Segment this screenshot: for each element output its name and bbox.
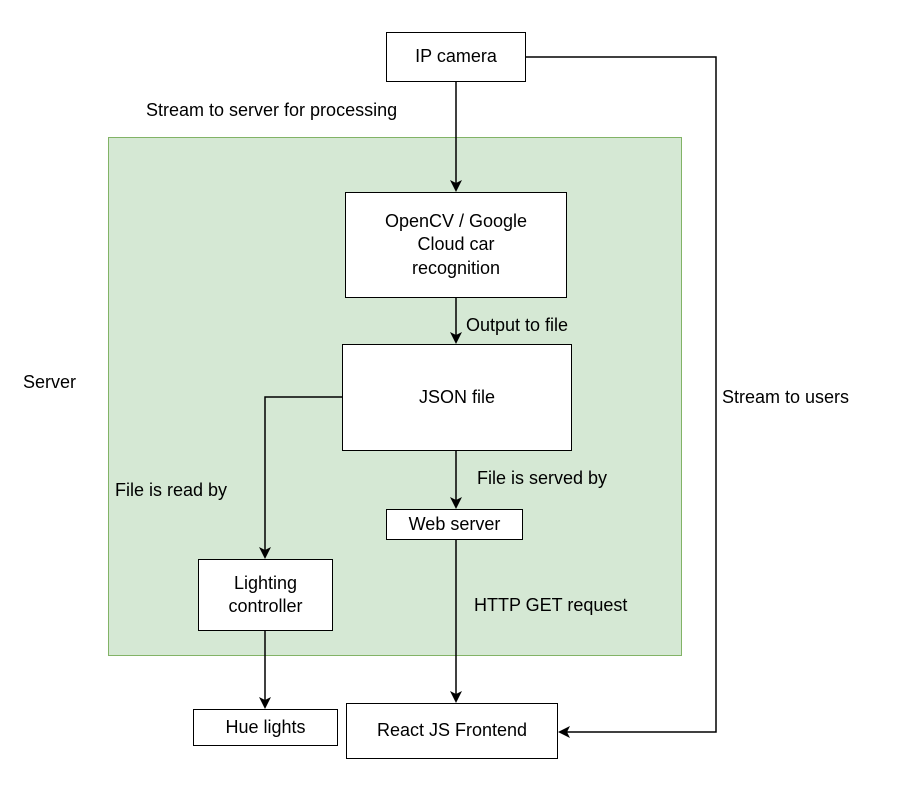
stream-to-users-label: Stream to users [722, 387, 850, 407]
edge-json-to-lighting [259, 396, 342, 559]
react-frontend-label: React JS Frontend [376, 720, 528, 741]
hue-lights-node: Hue lights [193, 709, 338, 746]
ip-camera-node: IP camera [386, 32, 526, 82]
web-server-label: Web server [408, 513, 501, 534]
recognition-node: OpenCV / Google Cloud car recognition [345, 192, 567, 298]
lighting-controller-node: Lighting controller [198, 559, 333, 631]
react-frontend-node: React JS Frontend [346, 703, 558, 759]
json-file-label: JSON file [418, 386, 496, 407]
hue-lights-label: Hue lights [225, 716, 306, 737]
web-server-node: Web server [386, 509, 523, 540]
recognition-label: OpenCV / Google Cloud car recognition [384, 210, 528, 278]
lighting-controller-label: Lighting controller [228, 572, 303, 616]
file-read-by-label: File is read by [115, 480, 228, 500]
ip-camera-label: IP camera [415, 46, 497, 67]
edge-camera-to-react [526, 56, 717, 738]
file-served-by-label: File is served by [477, 468, 608, 488]
server-group-label: Server [23, 372, 77, 392]
json-file-node: JSON file [342, 344, 572, 451]
stream-to-server-label: Stream to server for processing [146, 100, 398, 120]
http-get-label: HTTP GET request [474, 595, 628, 615]
output-to-file-label: Output to file [466, 315, 569, 335]
